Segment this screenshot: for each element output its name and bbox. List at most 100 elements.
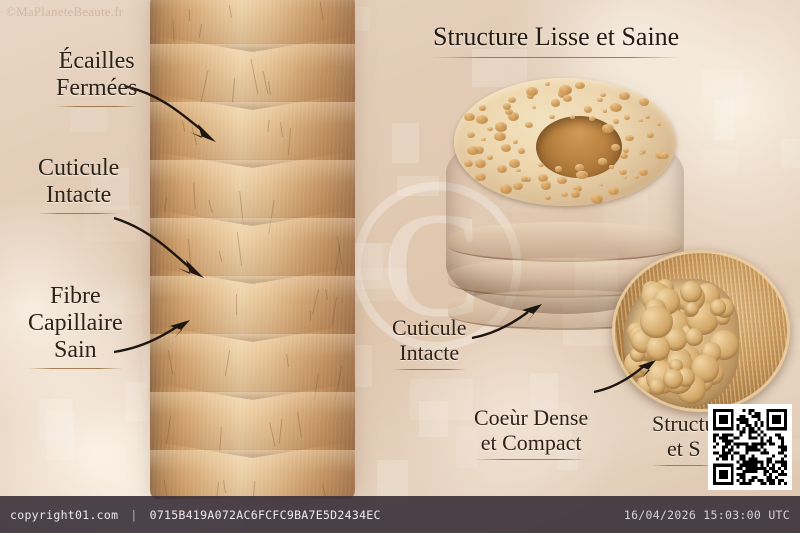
label-line-3: Sain	[53, 336, 97, 363]
cortex-pore	[475, 172, 486, 181]
label-coeur-dense-compact: Coeùr Dense et Compact	[474, 405, 589, 461]
label-underline	[652, 465, 716, 467]
footer-separator: |	[130, 507, 138, 522]
cortex-pore	[527, 93, 535, 99]
qr-code[interactable]	[708, 404, 792, 490]
cortex-pore	[480, 137, 486, 142]
site-watermark: ©MaPlaneteBeaute.fr	[6, 4, 124, 19]
cortex-cavity	[623, 279, 739, 407]
cortex-pore	[549, 114, 555, 120]
cortex-pore	[476, 115, 488, 125]
label-line-1: Cuticule	[392, 315, 467, 340]
label-line-1: Cuticule	[38, 155, 120, 181]
cortex-pore	[545, 82, 550, 86]
label-underline	[28, 367, 123, 369]
cortex-pore	[584, 106, 593, 113]
label-underline	[56, 105, 138, 107]
label-line-2: et S	[666, 435, 701, 461]
cortex-cell	[680, 281, 703, 304]
cortex-detail-inset	[612, 250, 790, 412]
cortex-pore	[493, 132, 506, 142]
label-fibre-capillaire-sain: Fibre Capillaire Sain	[28, 283, 123, 369]
label-line-1: Écailles	[58, 48, 135, 74]
cortex-pore	[570, 115, 576, 119]
label-line-2: et Compact	[480, 429, 582, 455]
cortex-pore	[551, 99, 561, 107]
cortex-pore	[486, 126, 493, 132]
cortex-pore	[645, 115, 651, 119]
cortex-pore	[620, 152, 629, 160]
cortex-pore	[518, 147, 526, 154]
page-title: Structure Lisse et Saine	[433, 22, 680, 58]
cortex-pore	[540, 181, 552, 190]
cortex-pore	[638, 168, 649, 176]
cortex-pore	[478, 105, 487, 112]
cortex-pore	[602, 123, 614, 133]
label-line-2: Intacte	[46, 181, 112, 208]
label-line-1: Structu	[652, 411, 716, 436]
cortex-pore	[646, 131, 655, 138]
label-line-1: Coeùr Dense	[474, 405, 589, 430]
cortex-pore	[590, 194, 604, 204]
label-ecailles-fermees: Écailles Fermées	[56, 48, 138, 107]
cortex-pore	[466, 131, 475, 139]
cortex-disc	[454, 78, 676, 206]
cortex-pore	[598, 158, 607, 165]
cortex-cell	[663, 369, 684, 390]
label-line-2: Intacte	[399, 339, 460, 365]
cortex-pore	[610, 102, 623, 112]
cortex-pore	[597, 97, 604, 103]
cortex-pore	[558, 85, 572, 96]
cortex-pore	[503, 102, 512, 110]
cortex-pore	[560, 191, 569, 198]
footer-hash: 0715B419A072AC6FCFC9BA7E5D2434EC	[149, 507, 381, 522]
cortex-pore	[624, 115, 630, 121]
cortex-pore	[638, 118, 643, 123]
cortex-pore	[619, 91, 630, 101]
cortex-pore	[562, 95, 572, 103]
cortex-pore	[513, 140, 519, 144]
label-structure-lisse-saine-bottom: Structu et S	[652, 411, 716, 467]
cortex-pore	[638, 152, 643, 156]
cortex-pore	[609, 165, 614, 169]
cortex-pore	[463, 159, 474, 167]
label-cuticule-intacte-right: Cuticule Intacte	[392, 315, 467, 371]
cortex-pore	[531, 105, 536, 109]
cortex-pore	[638, 97, 650, 106]
cortex-pore	[513, 181, 524, 190]
cortex-pore	[525, 121, 533, 128]
cortex-cell	[709, 299, 726, 316]
cortex-pore	[657, 122, 662, 126]
cortex-pore	[486, 155, 494, 160]
hair-cuticle-scale	[150, 450, 355, 499]
cortex-pore	[474, 145, 485, 154]
cortex-pore	[521, 176, 528, 182]
cortex-pore	[576, 170, 588, 180]
cortex-pore	[602, 109, 608, 113]
cortex-pore	[464, 112, 475, 121]
label-underline	[38, 212, 120, 214]
cortex-pore	[622, 175, 627, 180]
label-underline	[392, 369, 467, 371]
cortex-cell	[685, 301, 699, 316]
hair-surface-crack	[188, 9, 190, 22]
cortex-pore	[467, 145, 479, 156]
cortex-pore	[538, 173, 549, 182]
cortex-pore	[633, 174, 639, 179]
cortex-pore	[509, 159, 520, 168]
cortex-pore	[500, 184, 513, 194]
page-title-text: Structure Lisse et Saine	[433, 22, 680, 51]
cortex-pore	[500, 144, 512, 153]
label-line-2: Fermées	[56, 74, 138, 101]
cortex-pore	[574, 81, 585, 90]
cortex-pore	[613, 118, 619, 124]
hair-surface-crack	[235, 293, 237, 316]
cortex-pore	[538, 163, 544, 168]
label-cuticule-intacte-left: Cuticule Intacte	[38, 155, 120, 214]
cortex-pore	[526, 86, 539, 97]
cortex-pore	[599, 183, 604, 187]
cortex-pore	[588, 115, 596, 121]
cortex-pore	[496, 165, 507, 173]
hair-shaft-illustration	[150, 0, 355, 499]
